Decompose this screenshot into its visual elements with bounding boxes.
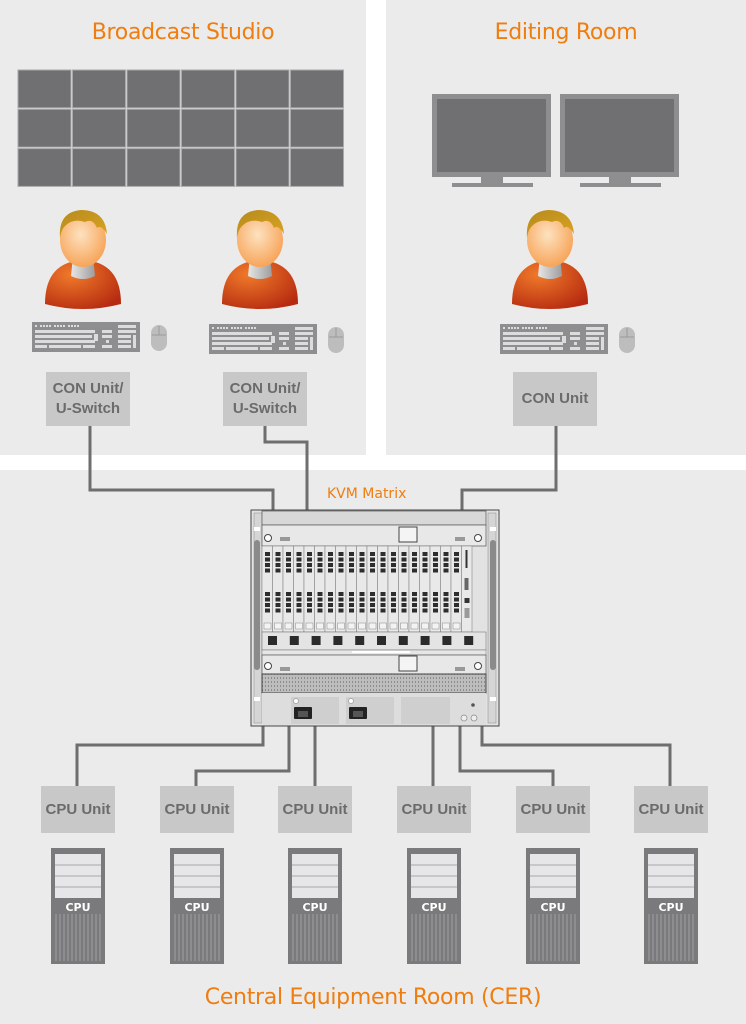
kvm-port (355, 636, 365, 645)
monitor-icon (432, 94, 551, 187)
editing-room-title: Editing Room (494, 20, 638, 45)
cpu-unit-3: CPU Unit (278, 786, 352, 833)
kvm-port (442, 636, 452, 645)
unit-label: CPU Unit (638, 800, 704, 818)
cpu-tower-icon: CPU (287, 847, 343, 965)
video-wall-screen (17, 148, 72, 187)
video-wall-screen (290, 69, 344, 109)
con-unit-u-switch-2: CON Unit/ U-Switch (223, 372, 307, 426)
cpu-tower-label: CPU (421, 901, 446, 914)
kvm-matrix-label: KVM Matrix (327, 486, 407, 502)
cpu-tower-label: CPU (65, 901, 90, 914)
cable-cpu-6 (480, 726, 672, 788)
cpu-unit-2: CPU Unit (160, 786, 234, 833)
kvm-port (333, 636, 343, 645)
unit-label-line2: U-Switch (232, 400, 298, 417)
kvm-matrix-chassis-icon (250, 509, 500, 727)
keyboard-icon (500, 324, 608, 354)
unit-label: CPU Unit (164, 800, 230, 818)
unit-label: CPU Unit (401, 800, 467, 818)
cpu-unit-4: CPU Unit (397, 786, 471, 833)
keyboard-icon (32, 322, 140, 352)
broadcast-studio-title: Broadcast Studio (91, 20, 275, 45)
cable-cpu-2 (194, 726, 291, 788)
cable-con-3 (460, 426, 558, 512)
cpu-tower-icon: CPU (525, 847, 581, 965)
video-wall-screen (181, 108, 235, 148)
video-wall-screen (126, 108, 181, 148)
video-wall-screen (126, 148, 181, 187)
mouse-icon (618, 326, 636, 354)
cpu-tower-label: CPU (540, 901, 565, 914)
video-wall-screen (17, 108, 72, 148)
kvm-port (311, 636, 321, 645)
video-wall-screen (17, 69, 72, 109)
cpu-tower-icon: CPU (643, 847, 699, 965)
video-wall-screen (290, 148, 344, 187)
video-wall (17, 69, 344, 187)
video-wall-screen (181, 69, 235, 109)
cpu-tower-label: CPU (184, 901, 209, 914)
cable-con-1 (88, 426, 275, 512)
cpu-unit-5: CPU Unit (516, 786, 590, 833)
kvm-port (464, 636, 474, 645)
unit-label-line1: CON Unit/ (52, 380, 124, 397)
video-wall-screen (235, 108, 290, 148)
video-wall-screen (72, 69, 126, 109)
video-wall-screen (72, 148, 126, 187)
kvm-port (398, 636, 408, 645)
cable-cpu-5 (458, 726, 555, 788)
video-wall-screen (72, 108, 126, 148)
kvm-port (268, 636, 277, 645)
kvm-port (377, 636, 386, 645)
cpu-tower-label: CPU (302, 901, 327, 914)
video-wall-screen (181, 148, 235, 187)
unit-label-line2: U-Switch (55, 400, 121, 417)
unit-label: CPU Unit (282, 800, 348, 818)
video-wall-screen (235, 69, 290, 109)
kvm-port (420, 636, 430, 645)
cer-title: Central Equipment Room (CER) (204, 985, 542, 1010)
cpu-tower-icon: CPU (169, 847, 225, 965)
mouse-icon (150, 324, 168, 352)
kvm-port (289, 636, 299, 645)
cable-con-2 (263, 426, 309, 512)
user-icon (222, 210, 298, 309)
video-wall-screen (290, 108, 344, 148)
cable-cpu-1 (75, 726, 265, 788)
cpu-tower-icon: CPU (50, 847, 106, 965)
user-icon (45, 210, 121, 309)
cpu-tower-label: CPU (658, 901, 683, 914)
keyboard-icon (209, 324, 317, 354)
con-unit-u-switch-1: CON Unit/ U-Switch (46, 372, 130, 426)
user-icon (512, 210, 588, 309)
video-wall-screen (126, 69, 181, 109)
unit-label: CON Unit (521, 390, 589, 407)
unit-label: CPU Unit (520, 800, 586, 818)
monitor-icon (560, 94, 679, 187)
mouse-icon (327, 326, 345, 354)
cpu-unit-6: CPU Unit (634, 786, 708, 833)
cpu-unit-1: CPU Unit (41, 786, 115, 833)
unit-label: CPU Unit (45, 800, 111, 818)
unit-label-line1: CON Unit/ (229, 380, 301, 397)
cables (75, 426, 672, 788)
video-wall-screen (235, 148, 290, 187)
cpu-tower-icon: CPU (406, 847, 462, 965)
con-unit-editing: CON Unit (513, 372, 597, 426)
